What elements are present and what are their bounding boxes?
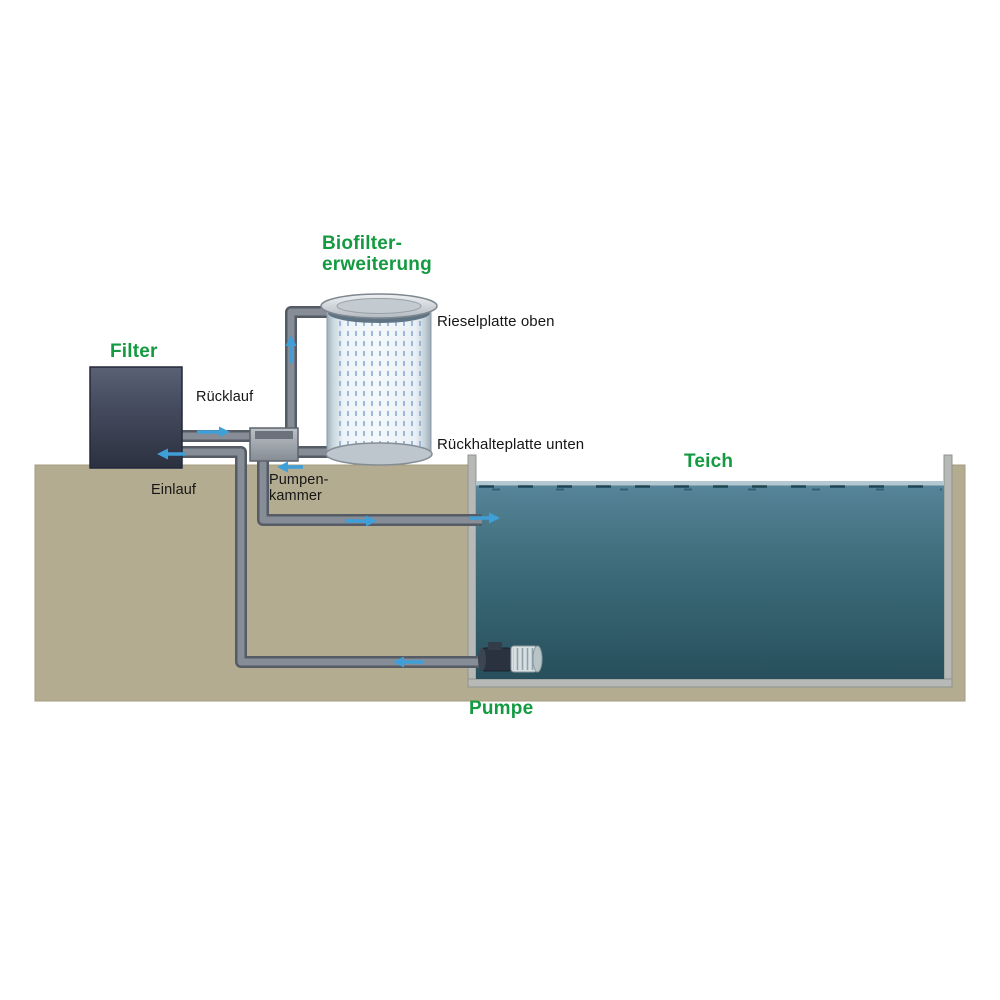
flow-arrows (157, 335, 500, 668)
trickle-pattern (334, 318, 424, 450)
rueckhalteplatte-label: Rückhalteplatte unten (437, 436, 585, 453)
arrow-pond-inflow-right (469, 512, 500, 524)
biofilter-title-line2: erweiterung (322, 254, 432, 275)
pond-opening (474, 461, 946, 482)
pump-chamber (249, 427, 299, 462)
arrow-outlet-right (345, 515, 377, 527)
filter-title: Filter (110, 341, 158, 362)
einlauf-label: Einlauf (151, 482, 197, 498)
pumpenkammer-label: Pumpen- kammer (269, 472, 329, 504)
pump-device (478, 642, 543, 673)
arrow-bottom-left (393, 656, 423, 668)
arrow-einlauf-left (157, 448, 186, 460)
pipes (180, 306, 485, 668)
arrow-into-chamber-left (277, 461, 303, 473)
rieselplatte-label: Rieselplatte oben (437, 313, 555, 330)
biofilter-title: Biofilter- erweiterung (322, 233, 432, 275)
pond-liner (467, 454, 953, 688)
pumpe-title: Pumpe (469, 698, 534, 719)
pumpenkammer-label-line1: Pumpen- (269, 472, 329, 488)
biofilter-title-line1: Biofilter- (322, 233, 403, 254)
arrow-riser-up (285, 335, 297, 363)
biofilter-cylinder (320, 293, 438, 466)
teich-title: Teich (684, 451, 734, 472)
arrow-ruecklauf-right (197, 426, 230, 438)
pond-water (476, 481, 944, 679)
biofilter-bottom-plate (325, 442, 433, 466)
ruecklauf-label: Rücklauf (196, 389, 254, 405)
pumpenkammer-label-line2: kammer (269, 488, 322, 504)
